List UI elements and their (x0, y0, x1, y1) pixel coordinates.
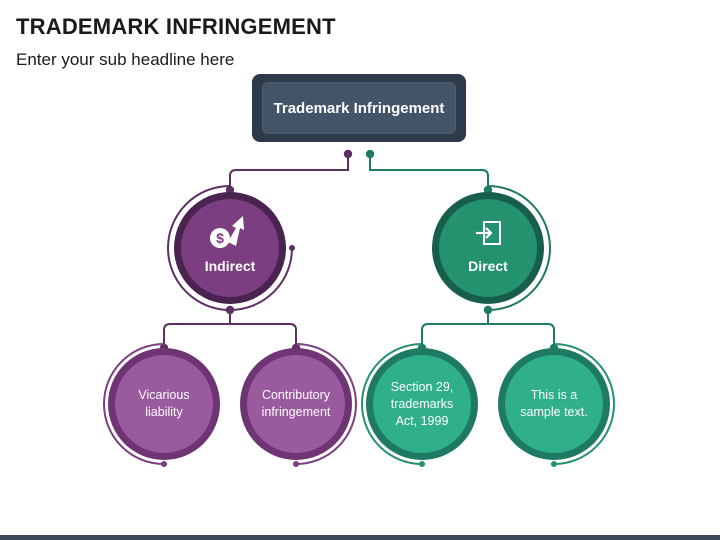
indirect-label: Indirect (204, 258, 256, 274)
page-subtitle: Enter your sub headline here (16, 50, 235, 69)
root-label: Trademark Infringement (262, 82, 456, 134)
connector-indirect-children (159, 305, 301, 353)
dollar-arrow-up-icon: $ (210, 216, 244, 248)
node-section-29 (361, 343, 478, 467)
connector-root-indirect (225, 149, 353, 195)
page-title: TRADEMARK INFRINGEMENT (16, 14, 336, 39)
direct-label: Direct (468, 258, 508, 274)
node-direct (432, 185, 552, 311)
node-vicarious-liability (103, 343, 220, 467)
connector-direct-children (417, 305, 559, 353)
node-contributory-infringement (240, 343, 357, 467)
section-29-label: Section 29, trademarks Act, 1999 (390, 379, 454, 428)
sample-text-label: This is a sample text. (520, 388, 588, 419)
contributory-infringement-label: Contributory infringement (261, 388, 331, 419)
node-sample-text (498, 343, 615, 467)
connector-root-direct (365, 149, 493, 195)
vicarious-liability-label: Vicarious liability (138, 388, 190, 419)
root-node: Trademark Infringement (252, 74, 466, 142)
node-indirect (167, 185, 295, 311)
enter-door-icon (476, 221, 501, 245)
svg-text:$: $ (216, 230, 224, 246)
footer-bar (0, 535, 720, 540)
